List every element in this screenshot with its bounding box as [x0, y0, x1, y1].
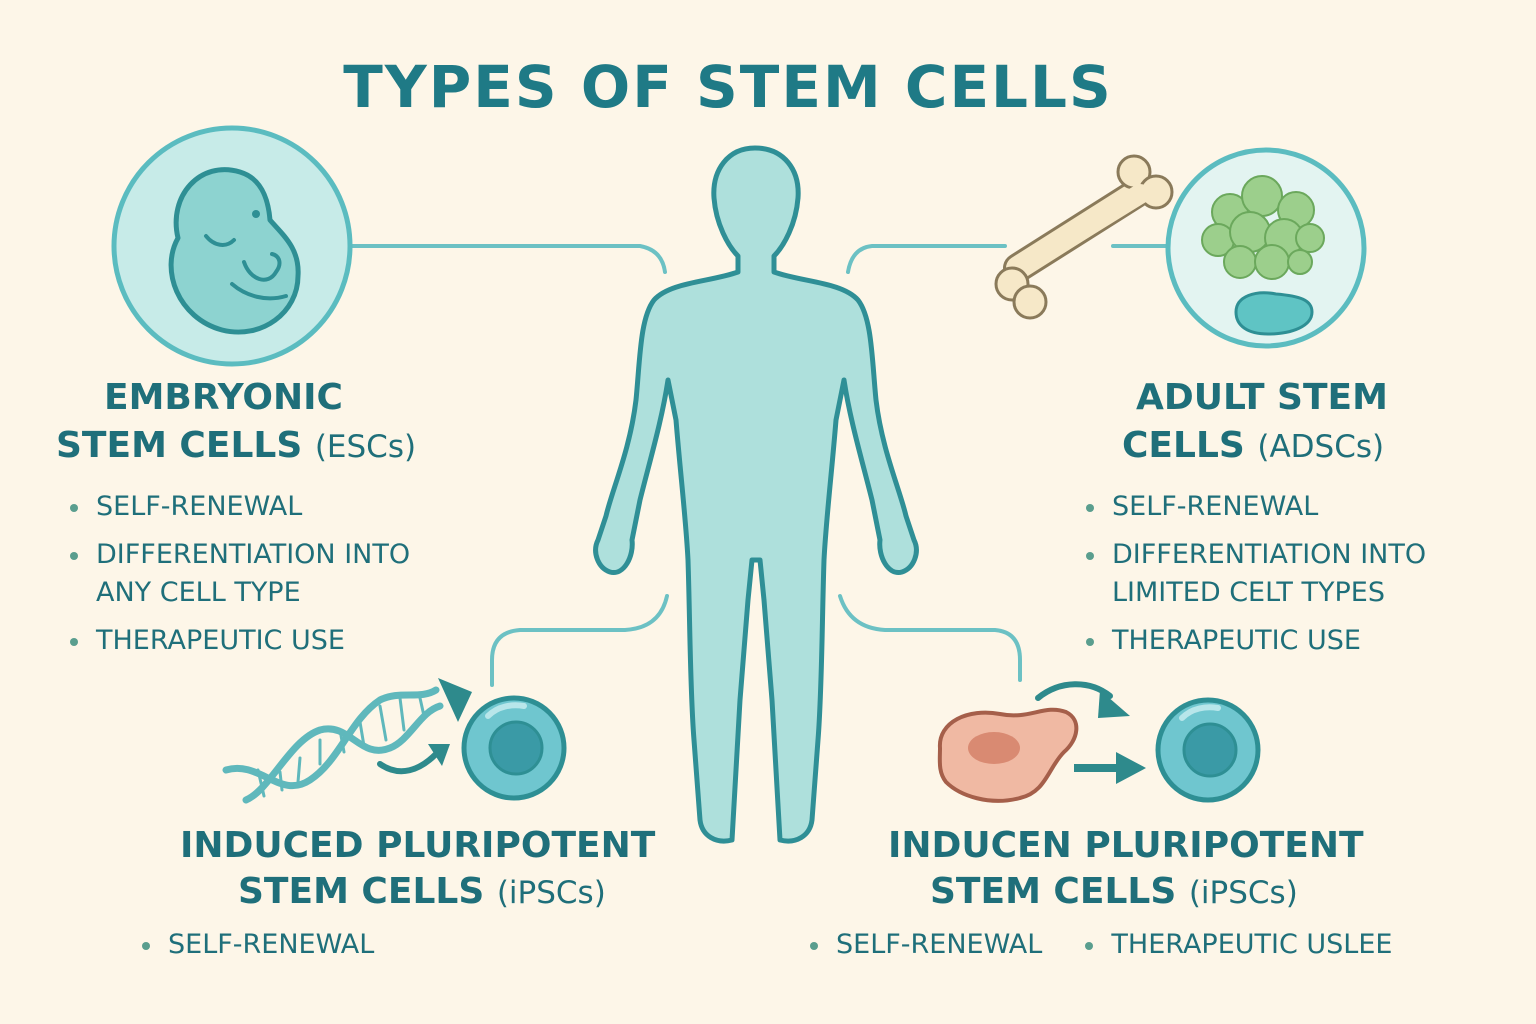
bone-icon	[994, 154, 1174, 320]
page-title: TYPES OF STEM CELLS	[343, 53, 1113, 121]
embryo-icon	[111, 125, 353, 367]
adult-heading-line2-row: CELLS (ADSCs)	[1122, 422, 1384, 471]
bullet-item: THERAPEUTIC USLEE	[1083, 926, 1392, 964]
ipsc-right-abbr: (iPSCs)	[1188, 875, 1298, 911]
ipsc-right-heading: INDUCEN PLURIPOTENT	[888, 822, 1364, 870]
adult-heading: ADULT STEM	[1136, 374, 1388, 422]
embryonic-heading-line2: STEM CELLS	[56, 425, 303, 466]
ipsc-right-heading-line2-row: STEM CELLS (iPSCs)	[930, 868, 1298, 917]
ipsc-left-heading: INDUCED PLURIPOTENT	[180, 822, 655, 870]
arrow-icon	[377, 678, 472, 775]
ipsc-right-heading-line1: INDUCEN PLURIPOTENT	[888, 825, 1364, 866]
bullet-item: SELF-RENEWAL	[808, 926, 1042, 964]
connector-embryonic	[343, 244, 667, 274]
somatic-cell-icon	[937, 707, 1079, 803]
connector-ipsc-right	[838, 594, 1022, 682]
embryonic-heading-line2-row: STEM CELLS (ESCs)	[56, 422, 416, 471]
ipsc-left-bullets: SELF-RENEWAL	[140, 926, 410, 964]
stem-cell-icon	[1155, 697, 1261, 803]
stem-cell-icon	[461, 695, 567, 801]
bullet-item: SELF-RENEWAL	[68, 488, 488, 526]
bullet-item: THERAPEUTIC USE	[68, 622, 488, 660]
bullet-item: SELF-RENEWAL	[1084, 488, 1524, 526]
connector-bone	[846, 244, 1007, 274]
tissue-cluster-icon	[1165, 147, 1367, 349]
ipsc-left-abbr: (iPSCs)	[496, 875, 606, 911]
embryonic-heading: EMBRYONIC	[104, 374, 343, 422]
bullet-item: DIFFERENTIATION INTO LIMITED CELT TYPES	[1084, 536, 1524, 612]
adult-abbr: (ADSCs)	[1257, 429, 1385, 465]
arrow-icon	[1035, 681, 1146, 784]
connector-ipsc-left	[490, 594, 669, 687]
embryonic-bullets: SELF-RENEWAL DIFFERENTIATION INTO ANY CE…	[68, 488, 488, 670]
adult-heading-line1: ADULT STEM	[1136, 377, 1388, 418]
ipsc-right-bullets: SELF-RENEWAL THERAPEUTIC USLEE	[808, 926, 1428, 964]
embryonic-abbr: (ESCs)	[314, 429, 417, 465]
adult-heading-line2: CELLS	[1122, 425, 1245, 466]
bullet-item: DIFFERENTIATION INTO ANY CELL TYPE	[68, 536, 488, 612]
bullet-item: THERAPEUTIC USE	[1084, 622, 1524, 660]
embryonic-heading-line1: EMBRYONIC	[104, 377, 343, 418]
ipsc-right-heading-line2: STEM CELLS	[930, 871, 1177, 912]
dna-helix-icon	[222, 686, 444, 804]
ipsc-left-heading-line1: INDUCED PLURIPOTENT	[180, 825, 656, 866]
ipsc-left-heading-line2: STEM CELLS	[238, 871, 485, 912]
ipsc-left-heading-line2-row: STEM CELLS (iPSCs)	[238, 868, 606, 917]
connector-lines	[343, 244, 1180, 687]
bullet-item: SELF-RENEWAL	[140, 926, 374, 964]
human-body-icon	[593, 145, 919, 844]
adult-bullets: SELF-RENEWAL DIFFERENTIATION INTO LIMITE…	[1084, 488, 1524, 670]
